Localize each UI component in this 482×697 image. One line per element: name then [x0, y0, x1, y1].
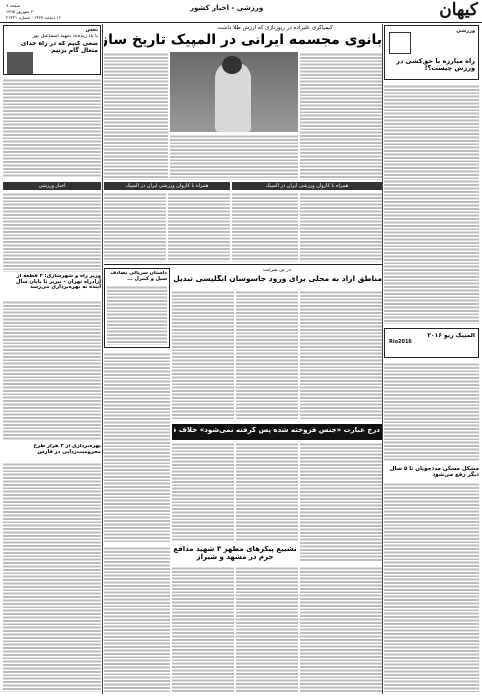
second-headline: درج عبارت «جنس فروخته شده پس گرفته نمی‌ش… [174, 427, 380, 434]
right-top-box: ورزشی راه مبارزه با حق‌کشی در ورزش چیست؟… [384, 25, 479, 80]
col-b-text [104, 52, 168, 180]
col-c-text [170, 134, 298, 180]
second-text-1 [300, 442, 382, 562]
third-text-1 [236, 566, 298, 692]
lead-photo [170, 52, 298, 132]
issue-date: ۳۰ شهریور ۱۳۹۵ [6, 9, 36, 14]
col-rule-1 [102, 24, 103, 694]
second-story-bar: درج عبارت «جنس فروخته شده پس گرفته نمی‌ش… [172, 424, 382, 440]
left-col-text-1 [3, 78, 101, 178]
third-headline: تشییع پیکرهای مطهر ۳ شهید مدافع حرم در م… [173, 546, 297, 561]
middle-text-1 [300, 290, 382, 420]
mid-col-1 [300, 192, 382, 262]
fars-text [3, 462, 101, 692]
page-number: صفحه ۹ [6, 3, 21, 8]
mid-col-2 [232, 192, 298, 262]
masthead-logo: کیهان [439, 0, 478, 20]
rio-box: المپیک ریو ۲۰۱۶ Rio2016 [384, 328, 479, 358]
right-col-text-3 [384, 482, 479, 692]
mid-col-5 [3, 192, 101, 272]
middle-headline: مناطق آزاد به محلی برای ورود جاسوسان انگ… [172, 275, 382, 283]
fars-headline: بهره‌برداری از ۲ هزار طرح محرومیت‌زدایی … [33, 444, 101, 455]
left-mid-box: داستان سریالی تصادف سیل و کنترل ... [104, 268, 170, 348]
road-text [3, 300, 101, 440]
issue-number: ۱۶ ذیحجه ۱۴۳۷ - شماره ۲۱۴۲۱ [6, 15, 62, 20]
section-bar-2: همراه با کاروان ورزشی ایران در المپیک [104, 182, 230, 190]
athlete-head [222, 56, 242, 74]
section-bar-3: اخبار ورزشی [3, 182, 101, 190]
masthead: کیهان ورزشی - اخبار کشور صفحه ۹ ۳۰ شهریو… [0, 0, 482, 22]
rio-logo: Rio2016 [389, 339, 412, 345]
left-top-tag: بخش [85, 27, 98, 33]
masthead-rule [0, 22, 482, 23]
left-mid-text-2 [104, 352, 170, 542]
mid-col-3 [168, 192, 230, 262]
right-top-emblem [389, 32, 411, 54]
rio-title: المپیک ریو ۲۰۱۶ [427, 333, 475, 339]
col-rule-2 [382, 24, 383, 694]
col-a-text [300, 52, 382, 180]
left-top-title: با یاد زنده‌یاد شهید اسماعیل پور [32, 34, 98, 39]
middle-text-3 [172, 290, 234, 420]
right-top-title: راه مبارزه با حق‌کشی در ورزش چیست؟! [396, 58, 475, 73]
left-top-box: بخش با یاد زنده‌یاد شهید اسماعیل پور سعی… [3, 25, 101, 75]
third-text-3 [300, 566, 382, 692]
lead-headline: بانوی مجسمه ایرانی در المپیک تاریخ ساز ش… [104, 33, 382, 48]
left-mid-headline1: داستان سریالی تصادف سیل و کنترل ... [110, 271, 167, 282]
second-text-2 [236, 442, 298, 542]
left-mid-text [107, 285, 167, 345]
lead-kicker: کیمیاگری علیزاده در رپورتاژی که ارزش طلا… [217, 25, 333, 31]
middle-text-2 [236, 290, 298, 420]
road-headline: وزیر راه و شهرسازی: ۲ قطعه از آزادراه ته… [16, 274, 101, 291]
third-text-2 [172, 566, 234, 692]
second-text-3 [172, 442, 234, 542]
left-top-subtitle: سعی کنیم که در راه خدای متعال گام بزنیم [21, 41, 98, 54]
left-mid-text-3 [104, 546, 170, 692]
housing-headline: مشکل مسکن مددجویان تا ۵ سال دیگر رفع می‌… [389, 466, 479, 479]
band-rule [104, 264, 382, 265]
right-col-text-1 [384, 84, 479, 324]
middle-kicker: در پی سرایت [262, 268, 292, 273]
mid-col-4 [104, 192, 166, 262]
section-bar-1: همراه با کاروان ورزشی ایران در المپیک [232, 182, 382, 190]
portrait-photo [7, 52, 33, 74]
masthead-section: ورزشی - اخبار کشور [190, 4, 264, 12]
right-top-tag: ورزشی [456, 28, 475, 34]
right-col-text-2 [384, 362, 479, 462]
